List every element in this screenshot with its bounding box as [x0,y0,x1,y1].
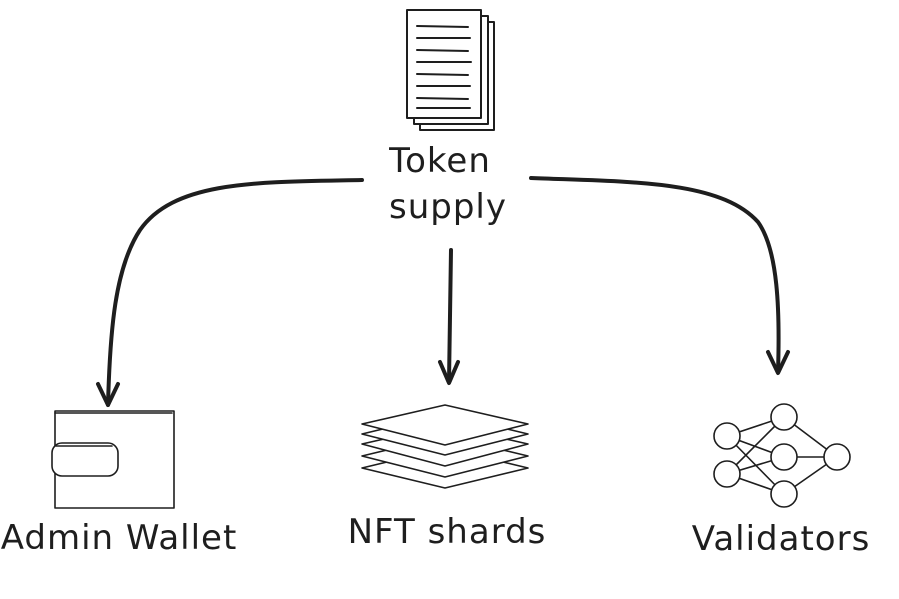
source-label-line2: supply [389,187,507,227]
source-label-line1: Token [388,141,491,181]
arrow-to-validators [529,176,790,375]
neural-network-icon [713,403,851,508]
documents-stack-icon [406,9,495,131]
nft-shards-label: NFT shards [348,512,547,552]
wallet-icon [51,410,175,509]
validators-label: Validators [692,519,871,559]
admin-wallet-label: Admin Wallet [1,518,238,558]
arrow-to-nft-shards [438,248,460,385]
layers-stack-icon [361,404,529,489]
arrow-to-admin-wallet [96,178,364,407]
